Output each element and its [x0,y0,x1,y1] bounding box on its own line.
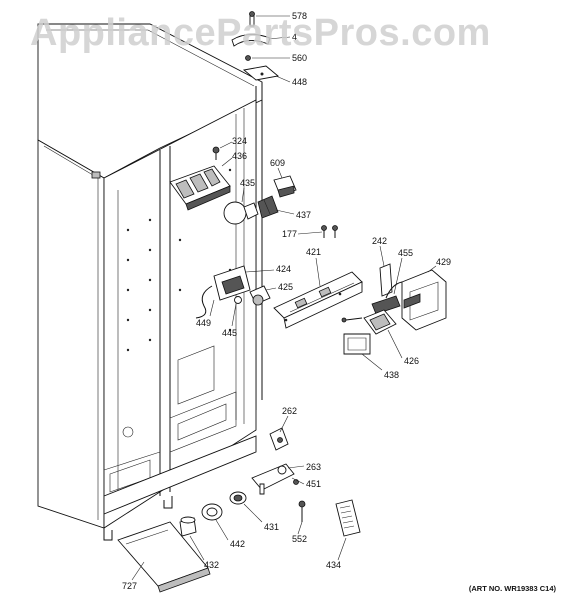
part-label: 449 [196,318,211,328]
part-label: 426 [404,356,419,366]
part-label: 445 [222,328,237,338]
light-bulb-and-socket [223,175,297,225]
part-label: 263 [306,462,321,472]
part-label: 442 [230,539,245,549]
part-label: 609 [270,158,285,168]
part-label: 560 [292,53,307,63]
thermostat-assembly [195,265,271,319]
part-label: 262 [282,406,297,416]
screws-177 [321,225,338,238]
part-label: 438 [384,370,399,380]
bottom-hinge-parts [251,427,299,495]
base-grille-727 [117,521,211,593]
control-housing-421 [273,271,363,329]
part-label: 435 [240,178,255,188]
bracket-429 [401,269,447,331]
part-label: 455 [398,248,413,258]
part-label: 552 [292,534,307,544]
part-label: 434 [326,560,341,570]
part-label: 431 [264,522,279,532]
part-label: 421 [306,247,321,257]
part-label: 451 [306,479,321,489]
part-label: 437 [296,210,311,220]
part-label: 324 [232,136,247,146]
part-number-labels: 578 4 560 448 324 436 609 435 437 177 42… [122,11,451,591]
dispenser-light-426 [341,309,397,335]
part-label: 432 [204,560,219,570]
light-lens-438 [343,333,371,355]
part-label: 177 [282,229,297,239]
screw-552 [298,500,306,522]
part-label: 429 [436,257,451,267]
leveling-parts [179,491,247,537]
refrigerator-cabinet [37,23,263,541]
part-label: 436 [232,151,247,161]
part-label: 242 [372,236,387,246]
top-hinge-assembly [231,11,280,81]
part-label: 4 [292,32,297,42]
leader-lines [131,15,437,581]
grille-434 [335,499,361,537]
watermark-logo: AppliancePartsPros.com [30,12,491,54]
part-label: 578 [292,11,307,21]
part-label: 425 [278,282,293,292]
part-label: 448 [292,77,307,87]
art-number: (ART NO. WR19383 C14) [468,584,556,593]
part-label: 727 [122,581,137,591]
control-board-242 [371,263,403,315]
part-label: 424 [276,264,291,274]
light-housing-436 [169,146,231,211]
